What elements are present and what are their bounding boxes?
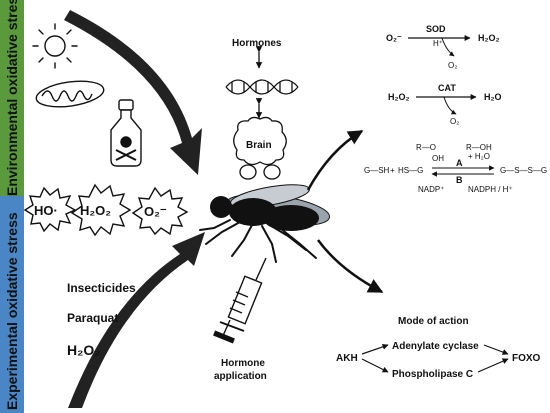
fly-to-moa-arrow (316, 239, 384, 294)
brain-label: Brain (246, 140, 272, 151)
gsh-reaction: G—SH + HS—G G—S—S—G R—O OH R—OH + H₂O A … (364, 143, 547, 194)
peroxide-label: H₂O₂ (80, 203, 111, 218)
sun-icon (32, 23, 78, 69)
gsh-water: + H₂O (468, 152, 490, 161)
superoxide-label: O₂⁻ (144, 204, 167, 219)
radical-hydroxyl: HO· (23, 186, 77, 233)
sod-reaction: O₂⁻ SOD H⁺ H₂O₂ O₂ (386, 24, 500, 70)
fly-to-enzymes-arrow (306, 129, 364, 191)
gsh-arrow-a: A (456, 158, 463, 168)
hormone-application-line1: Hormone (221, 358, 265, 369)
gsh-peroxide-oh: OH (432, 154, 444, 163)
brain-icon: Brain (233, 116, 287, 180)
env-arrow (64, 10, 202, 175)
sod-cofactor: H⁺ (433, 39, 443, 48)
gsh-left2: HS—G (398, 166, 423, 175)
exp-label: Experimental oxidative stress (4, 212, 20, 410)
gsh-nadph: NADPH / H⁺ (468, 185, 513, 194)
fly-icon (199, 184, 331, 263)
mode-of-action: Mode of action AKH Adenylate cyclase Pho… (336, 316, 541, 380)
gsh-arrow-b: B (456, 175, 463, 185)
cat-substrate: H₂O₂ (388, 92, 410, 102)
moa-phospholipase: Phospholipase C (392, 369, 473, 380)
cat-byproduct: O₂ (450, 117, 459, 126)
gsh-left1: G—SH (364, 166, 390, 175)
hormones-label: Hormones (232, 38, 282, 49)
moa-foxo: FOXO (512, 353, 541, 364)
mitochondrion-icon (35, 80, 105, 108)
exp-bar (0, 196, 24, 413)
dna-icon (225, 46, 299, 119)
hormone-application-line2: application (214, 371, 267, 382)
env-bar (0, 0, 24, 196)
gsh-right: G—S—S—G (500, 166, 547, 175)
hydroxyl-label: HO· (34, 203, 58, 218)
exp-arrow (68, 232, 205, 408)
env-label: Environmental oxidative stress (4, 0, 20, 196)
cat-enzyme: CAT (438, 83, 456, 93)
insecticides-label: Insecticides (67, 281, 136, 295)
paraquat-label: Paraquat (67, 311, 118, 325)
h2o2-label: H₂O₂ (67, 342, 100, 358)
cat-product: H₂O (484, 92, 502, 102)
sidebar: Environmental oxidative stress Experimen… (0, 0, 24, 413)
moa-adenylate: Adenylate cyclase (392, 341, 479, 352)
gsh-plus: + (390, 166, 395, 175)
sod-byproduct: O₂ (448, 61, 457, 70)
sod-enzyme: SOD (426, 24, 446, 34)
gsh-peroxide: R—O (416, 143, 436, 152)
sod-product: H₂O₂ (478, 33, 500, 43)
moa-akh: AKH (336, 353, 358, 364)
gsh-alcohol: R—OH (466, 143, 492, 152)
gsh-nadp: NADP⁺ (418, 185, 444, 194)
radical-superoxide: O₂⁻ (131, 186, 189, 236)
sod-substrate: O₂⁻ (386, 33, 402, 43)
cat-reaction: H₂O₂ CAT H₂O O₂ (388, 83, 502, 126)
poison-bottle-icon (110, 99, 142, 167)
moa-title: Mode of action (398, 316, 469, 327)
syringe-icon (213, 257, 267, 344)
radical-peroxide: H₂O₂ (70, 183, 132, 237)
